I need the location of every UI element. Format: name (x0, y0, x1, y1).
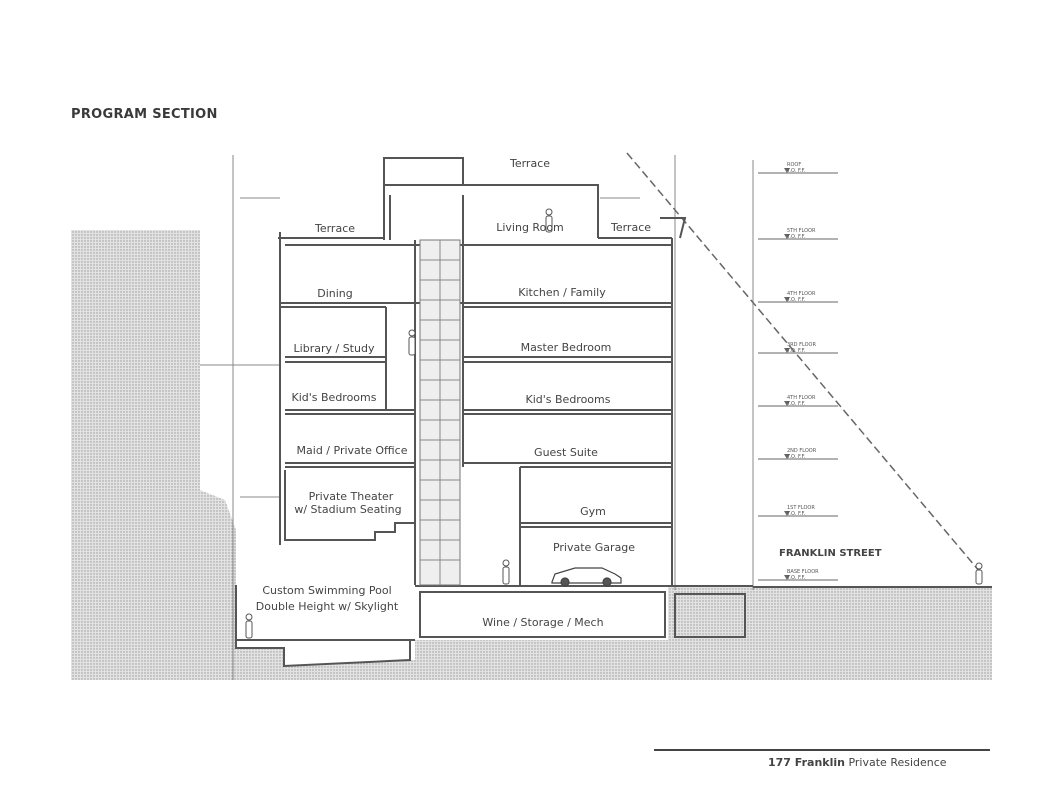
human-figures (245, 208, 983, 639)
footer-title-bold: 177 Franklin (768, 756, 845, 769)
room-label-living-room: Living Room (496, 221, 564, 234)
stair-core (419, 239, 461, 586)
room-label-private-theater-line1: Private Theater (309, 490, 394, 503)
level-name: 4TH FLOOR (787, 291, 816, 297)
page-heading: PROGRAM SECTION (71, 107, 218, 122)
room-label-kids-bedrooms-right: Kid's Bedrooms (526, 393, 611, 406)
level-name: ROOF (787, 162, 801, 168)
room-label-private-garage: Private Garage (553, 541, 635, 554)
sky-exposure-plane (626, 152, 981, 573)
level-elevation: T.O. F.F. (786, 401, 806, 407)
building-section (235, 157, 992, 668)
street-label: FRANKLIN STREET (779, 548, 882, 559)
room-label-pool-line2: Double Height w/ Skylight (256, 600, 399, 613)
room-label-pool-line1: Custom Swimming Pool (262, 584, 391, 597)
room-label-maid-private-office: Maid / Private Office (297, 444, 408, 457)
person-figure (545, 208, 553, 233)
footer-rule (654, 749, 990, 751)
room-label-terrace-left: Terrace (314, 222, 355, 235)
room-labels: Terrace Terrace Living Room Terrace Dini… (256, 157, 651, 629)
footer-title-rest: Private Residence (848, 756, 947, 769)
level-name: 4TH FLOOR (787, 395, 816, 401)
pool-void (236, 585, 420, 640)
level-name: 1ST FLOOR (787, 505, 815, 511)
car-icon (551, 567, 622, 587)
room-label-gym: Gym (580, 505, 606, 518)
person-figure (975, 562, 983, 585)
person-figure (245, 613, 253, 639)
level-elevation: T.O. F.F. (786, 454, 806, 460)
room-label-private-theater-line2: w/ Stadium Seating (294, 503, 401, 516)
room-label-kids-bedrooms-left: Kid's Bedrooms (292, 391, 377, 404)
person-figure (502, 559, 510, 585)
level-name: 3RD FLOOR (787, 342, 816, 348)
level-elevation: T.O. F.F. (786, 575, 806, 581)
level-elevation: T.O. F.F. (786, 511, 806, 517)
room-label-wine-storage-mech: Wine / Storage / Mech (482, 616, 603, 629)
room-label-dining: Dining (317, 287, 353, 300)
level-name: 5TH FLOOR (787, 228, 816, 234)
footer-title: 177 Franklin Private Residence (768, 756, 947, 769)
room-label-terrace-top: Terrace (509, 157, 550, 170)
room-label-terrace-right: Terrace (610, 221, 651, 234)
level-elevation: T.O. F.F. (786, 168, 806, 174)
property-lines (200, 155, 754, 680)
room-label-kitchen-family: Kitchen / Family (518, 286, 606, 299)
level-elevation: T.O. F.F. (786, 234, 806, 240)
room-label-library-study: Library / Study (294, 342, 375, 355)
person-figure (408, 329, 416, 356)
level-elevation: T.O. F.F. (786, 297, 806, 303)
level-name: 2ND FLOOR (787, 448, 817, 454)
level-name: BASE FLOOR (787, 569, 819, 575)
ground-mass (71, 230, 992, 680)
level-elevation: T.O. F.F. (786, 348, 806, 354)
room-label-guest-suite: Guest Suite (534, 446, 598, 459)
room-label-master-bedroom: Master Bedroom (521, 341, 612, 354)
